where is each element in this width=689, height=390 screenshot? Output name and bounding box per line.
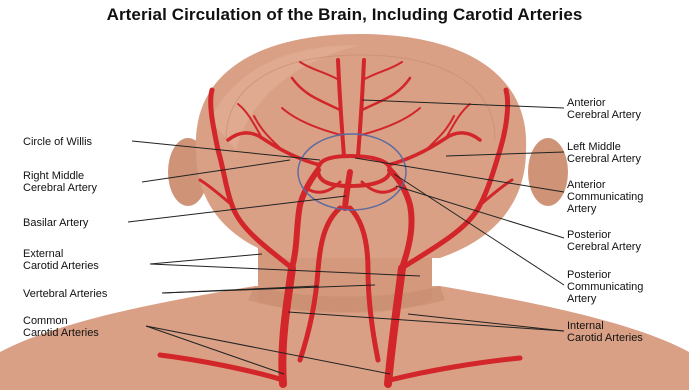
label-common-carotid: Common Carotid Arteries <box>23 315 99 339</box>
label-posterior-communicating: Posterior Communicating Artery <box>567 269 646 305</box>
label-external-carotid: External Carotid Arteries <box>23 248 99 272</box>
label-internal-carotid: Internal Carotid Arteries <box>567 320 643 344</box>
label-left-middle-cerebral: Left Middle Cerebral Artery <box>567 141 641 165</box>
label-right-middle-cerebral: Right Middle Cerebral Artery <box>23 170 97 194</box>
label-anterior-cerebral: Anterior Cerebral Artery <box>567 97 641 121</box>
leader-external-carotid-a <box>150 254 262 264</box>
left-ear <box>528 138 568 206</box>
label-circle-of-willis: Circle of Willis <box>23 136 93 148</box>
label-posterior-cerebral: Posterior Cerebral Artery <box>567 229 641 253</box>
label-vertebral: Vertebral Arteries <box>23 288 108 300</box>
label-anterior-communicating: Anterior Communicating Artery <box>567 179 646 215</box>
label-basilar: Basilar Artery <box>23 217 89 229</box>
